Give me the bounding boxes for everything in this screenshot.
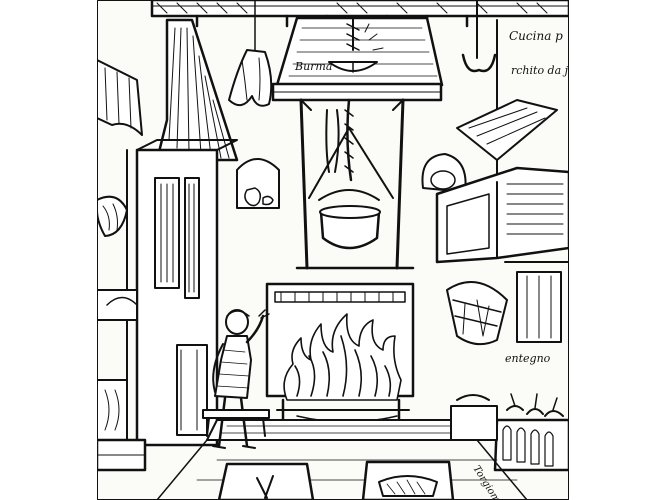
hanging-garlic	[97, 195, 128, 237]
hanging-lamp	[328, 17, 384, 73]
lower-shelf	[97, 289, 147, 472]
floor-basket	[361, 460, 455, 500]
copper-plate	[421, 153, 467, 193]
stove-with-pots	[450, 393, 569, 472]
hood-inscription: Burma	[294, 60, 332, 73]
hanging-hook	[461, 0, 497, 73]
hanging-cloth	[97, 59, 143, 136]
kitchen-scene-svg: Burma Cucina p rchito da j	[97, 0, 569, 500]
cook-figure	[212, 309, 270, 449]
doorway	[176, 344, 208, 436]
ceiling-beam	[150, 0, 569, 28]
inscription-line-1: Cucina p	[509, 29, 563, 43]
hanging-poultry	[228, 0, 273, 107]
andirons	[275, 398, 410, 424]
wall-niche	[236, 158, 280, 209]
cupboard	[435, 166, 569, 264]
low-bench	[202, 409, 270, 437]
cauldron	[318, 189, 381, 250]
utensil-rack: entegno	[446, 281, 551, 365]
fire-flames	[283, 313, 402, 401]
pot-hanger	[295, 98, 415, 270]
woodcut-illustration: Burma Cucina p rchito da j	[97, 0, 569, 500]
hearth	[206, 419, 478, 441]
right-window	[504, 261, 569, 343]
top-right-inscription: Cucina p rchito da j	[496, 19, 569, 181]
inscription-line-2: rchito da j	[511, 64, 569, 77]
right-side-inscription: entegno	[505, 352, 551, 365]
chimney-hood: Burma	[271, 16, 444, 102]
bread-shelf	[456, 99, 558, 161]
floor-tray-left	[217, 462, 315, 500]
